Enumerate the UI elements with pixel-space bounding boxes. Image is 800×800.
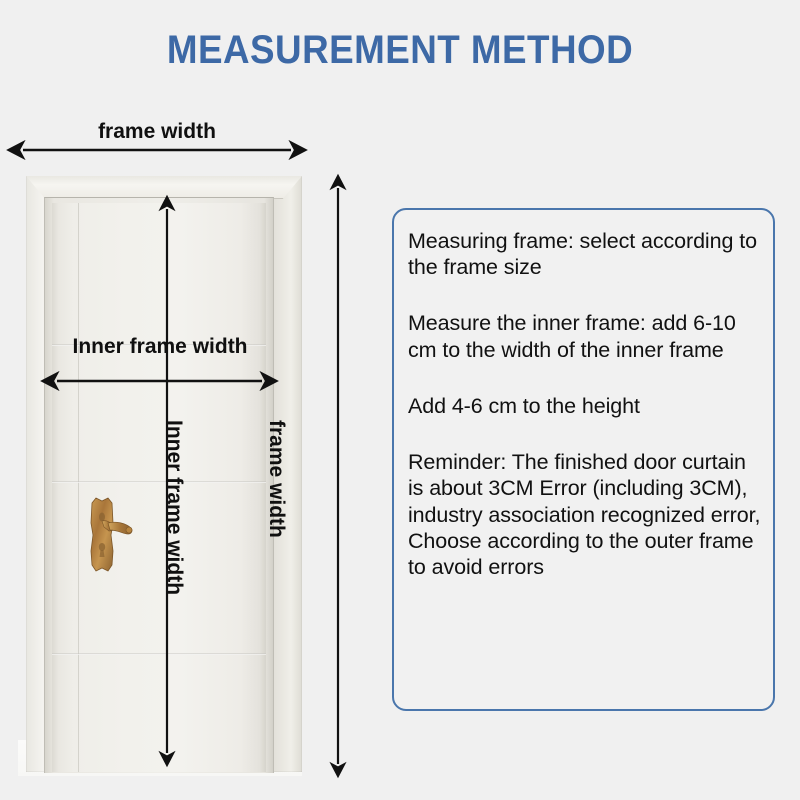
label-inner-frame-width-vertical: Inner frame width [163,420,186,596]
page-title: MEASUREMENT METHOD [166,28,634,72]
door-handle-icon [90,497,133,572]
instruction-paragraph-3: Add 4-6 cm to the height [408,393,640,418]
instruction-paragraph-1: Measuring frame: select according to the… [408,229,757,280]
instruction-paragraph-4: Reminder: The finished door curtain is a… [408,450,761,579]
door-frame-top-casing [26,176,302,199]
door-diagram-image [18,172,302,776]
label-inner-frame-width-horizontal: Inner frame width [72,335,248,358]
instruction-paragraph-2: Measure the inner frame: add 6-10 cm to … [408,311,736,362]
door-panel-groove-lower [52,653,266,655]
label-frame-width-vertical: frame width [265,420,288,538]
door-leaf-panel [52,203,266,772]
label-frame-width-top: frame width [98,120,216,143]
instructions-panel: Measuring frame: select according to the… [392,208,775,711]
door-panel-stile-line [78,203,79,772]
door-panel-groove-middle [52,481,266,483]
